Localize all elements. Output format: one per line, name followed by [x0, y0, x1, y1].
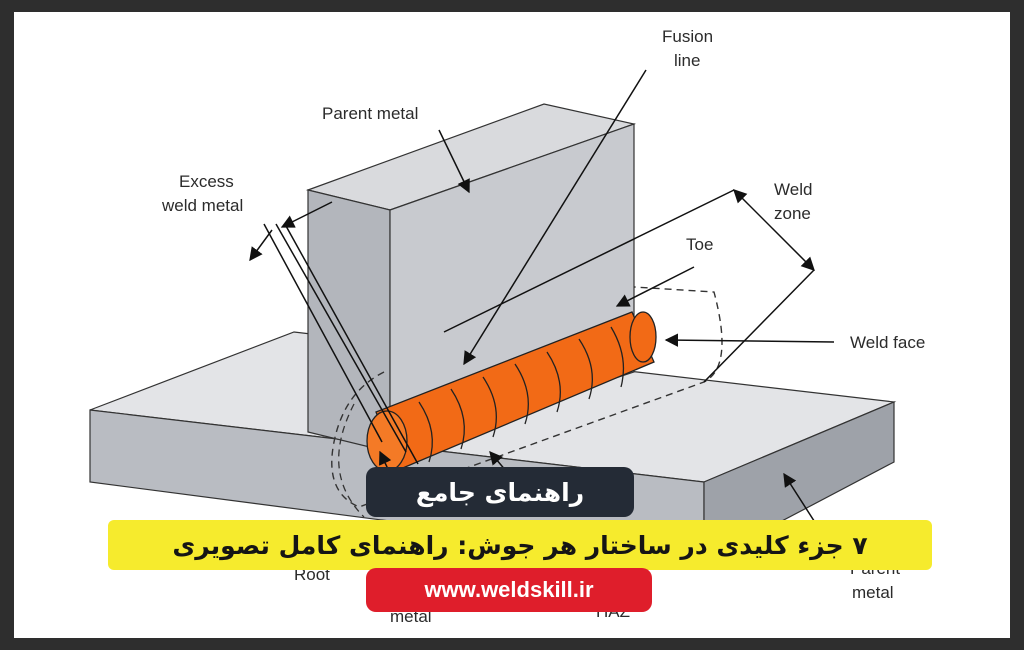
label-parent-metal-bottom: metal — [852, 583, 894, 602]
website-url-badge[interactable]: www.weldskill.ir — [366, 568, 652, 612]
label-parent-metal-top: Parent metal — [322, 104, 418, 123]
label-fusion-line: line — [674, 51, 700, 70]
title-banner: ۷ جزء کلیدی در ساختار هر جوش: راهنمای کا… — [108, 520, 932, 570]
label-weld: Weld — [774, 180, 812, 199]
guide-badge: راهنمای جامع — [366, 467, 634, 517]
website-url-text: www.weldskill.ir — [424, 577, 594, 602]
label-excess-weld-metal: weld metal — [161, 196, 243, 215]
fusion-boundary-dashed — [331, 286, 723, 508]
title-banner-text: ۷ جزء کلیدی در ساختار هر جوش: راهنمای کا… — [172, 530, 868, 560]
label-weld-face: Weld face — [850, 333, 925, 352]
label-toe: Toe — [686, 235, 713, 254]
guide-badge-text: راهنمای جامع — [415, 477, 585, 507]
label-excess: Excess — [179, 172, 234, 191]
label-fusion: Fusion — [662, 27, 713, 46]
label-weld-zone: zone — [774, 204, 811, 223]
weld-bead — [366, 311, 657, 472]
